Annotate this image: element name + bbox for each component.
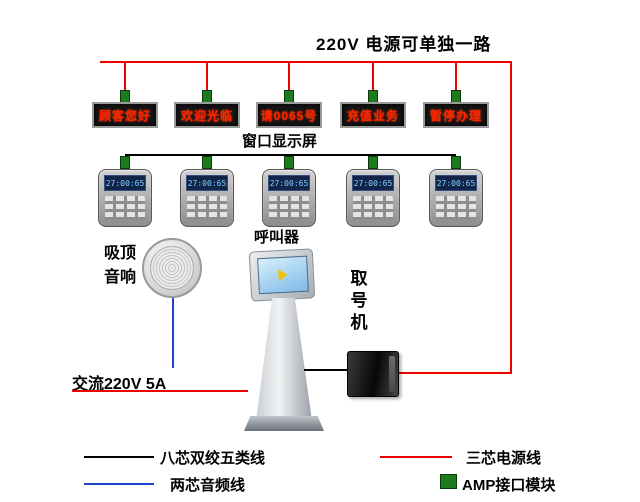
amp-module-icon — [202, 156, 212, 169]
caller-screen: 27:00:65 — [104, 175, 146, 191]
caller-keypad — [436, 196, 476, 220]
speaker-mesh — [150, 246, 194, 290]
legend-amp-square-icon — [440, 474, 457, 489]
speaker-caption-line1: 吸顶 — [104, 245, 137, 262]
legend-audio-label: 两芯音频线 — [170, 477, 246, 494]
caller-keypad — [105, 196, 145, 220]
window-display-text: 请0065号 — [260, 108, 318, 123]
caller-device: 27:00:65 — [180, 169, 234, 227]
speaker-caption: 吸顶 音响 — [104, 239, 136, 287]
caller-device: 27:00:65 — [262, 169, 316, 227]
power-drop-line — [206, 61, 208, 91]
power-drop-line — [372, 61, 374, 91]
legend-audio-line — [84, 483, 154, 485]
window-display-text: 顾客您好 — [98, 108, 151, 123]
caller-device: 27:00:65 — [346, 169, 400, 227]
caller-screen: 27:00:65 — [268, 175, 310, 191]
caller-device: 27:00:65 — [98, 169, 152, 227]
amp-interface-box — [347, 351, 399, 397]
ac-power-label: 交流220V 5A — [72, 376, 167, 393]
kiosk-caption: 取号机 — [350, 269, 368, 333]
amp-module-icon — [451, 156, 461, 169]
legend-power-label: 三芯电源线 — [466, 450, 542, 467]
caller-device: 27:00:65 — [429, 169, 483, 227]
caller-keypad — [269, 196, 309, 220]
audio-line — [172, 298, 174, 368]
amp-module-icon — [368, 156, 378, 169]
caller-screen: 27:00:65 — [352, 175, 394, 191]
window-display-caption: 窗口显示屏 — [242, 133, 318, 150]
legend-power-line — [380, 456, 452, 458]
ac-power-line — [72, 390, 248, 392]
power-drop-line — [288, 61, 290, 91]
amp-module-icon — [120, 156, 130, 169]
amp-box-edge — [389, 356, 395, 392]
kiosk-body — [256, 298, 312, 418]
power-note-label: 220V 电源可单独一路 — [316, 35, 492, 54]
amp-power-line-vertical — [510, 61, 512, 374]
window-display-text: 充值业务 — [346, 108, 399, 123]
caller-screen: 27:00:65 — [435, 175, 477, 191]
window-display: 暂停办理 — [423, 102, 489, 128]
caller-screen: 27:00:65 — [186, 175, 228, 191]
amp-module-icon — [284, 156, 294, 169]
caller-keypad — [187, 196, 227, 220]
power-drop-line — [455, 61, 457, 91]
legend-cat5-line — [84, 456, 154, 458]
kiosk-screen — [257, 255, 309, 295]
window-display: 欢迎光临 — [174, 102, 240, 128]
kiosk-screen-housing — [248, 248, 316, 302]
caller-caption: 呼叫器 — [254, 229, 300, 246]
kiosk-base — [244, 416, 324, 431]
caller-keypad — [353, 196, 393, 220]
amp-power-line-horizontal — [399, 372, 512, 374]
legend-amp-label: AMP接口模块 — [462, 477, 556, 494]
window-display-text: 暂停办理 — [429, 108, 482, 123]
power-bus-line — [100, 61, 512, 63]
ceiling-speaker — [142, 238, 202, 298]
legend-cat5-label: 八芯双绞五类线 — [160, 450, 266, 467]
window-display: 请0065号 — [256, 102, 322, 128]
window-display-text: 欢迎光临 — [180, 108, 233, 123]
window-display: 顾客您好 — [92, 102, 158, 128]
kiosk-screen-arrow-icon — [278, 268, 288, 282]
window-display: 充值业务 — [340, 102, 406, 128]
kiosk-amp-line — [304, 369, 347, 371]
speaker-caption-line2: 音响 — [104, 269, 137, 286]
power-drop-line — [124, 61, 126, 91]
cat5-bus-line — [125, 154, 456, 156]
